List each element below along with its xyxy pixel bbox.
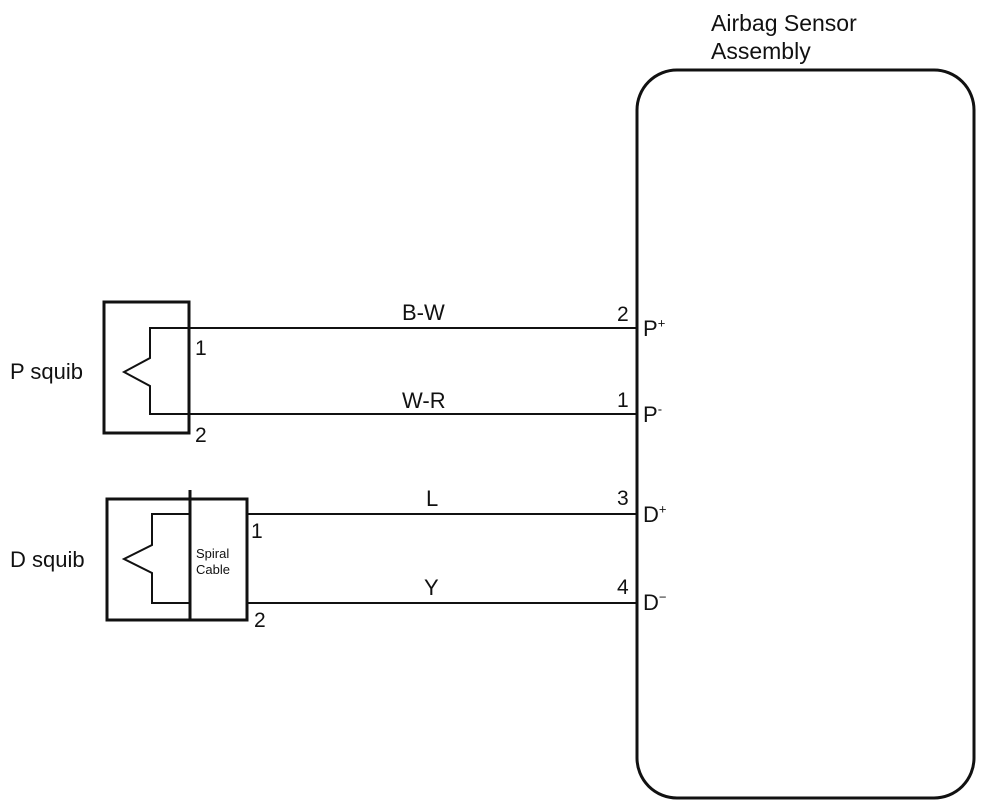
- spiral-cable-line1: Spiral: [196, 546, 230, 561]
- terminal-d-minus: D−: [643, 589, 667, 615]
- p-squib-pin1: 1: [195, 337, 207, 360]
- sensor-pin-number: 3: [617, 487, 629, 510]
- d-squib-pin2: 2: [254, 609, 266, 632]
- sensor-title-line2: Assembly: [711, 38, 811, 64]
- sensor-title-line1: Airbag Sensor: [711, 10, 857, 36]
- sensor-pin-number: 2: [617, 303, 629, 326]
- p-squib-pin2: 2: [195, 424, 207, 447]
- sensor-pin-number: 4: [617, 576, 629, 599]
- terminal-d-plus: D+: [643, 501, 667, 527]
- d-squib-element: [121, 513, 190, 604]
- wire-color-label: B-W: [402, 300, 445, 325]
- wire-color-label: L: [426, 486, 439, 511]
- p-squib-element: [121, 327, 190, 415]
- terminal-p-minus: P-: [643, 401, 663, 427]
- d-squib-pin1: 1: [251, 520, 263, 543]
- d-squib-box: [105, 497, 249, 622]
- wire-color-label: W-R: [402, 388, 446, 413]
- p-squib-label: P squib: [10, 359, 83, 384]
- spiral-cable-label: Spiral Cable: [196, 546, 230, 579]
- spiral-cable-line2: Cable: [196, 562, 230, 578]
- airbag-sensor-box: [635, 68, 976, 800]
- sensor-pin-number: 1: [617, 389, 629, 412]
- d-squib-label: D squib: [10, 547, 85, 572]
- wire-color-label: Y: [424, 575, 439, 600]
- terminal-p-plus: P+: [643, 315, 666, 341]
- p-squib-box: [102, 300, 191, 435]
